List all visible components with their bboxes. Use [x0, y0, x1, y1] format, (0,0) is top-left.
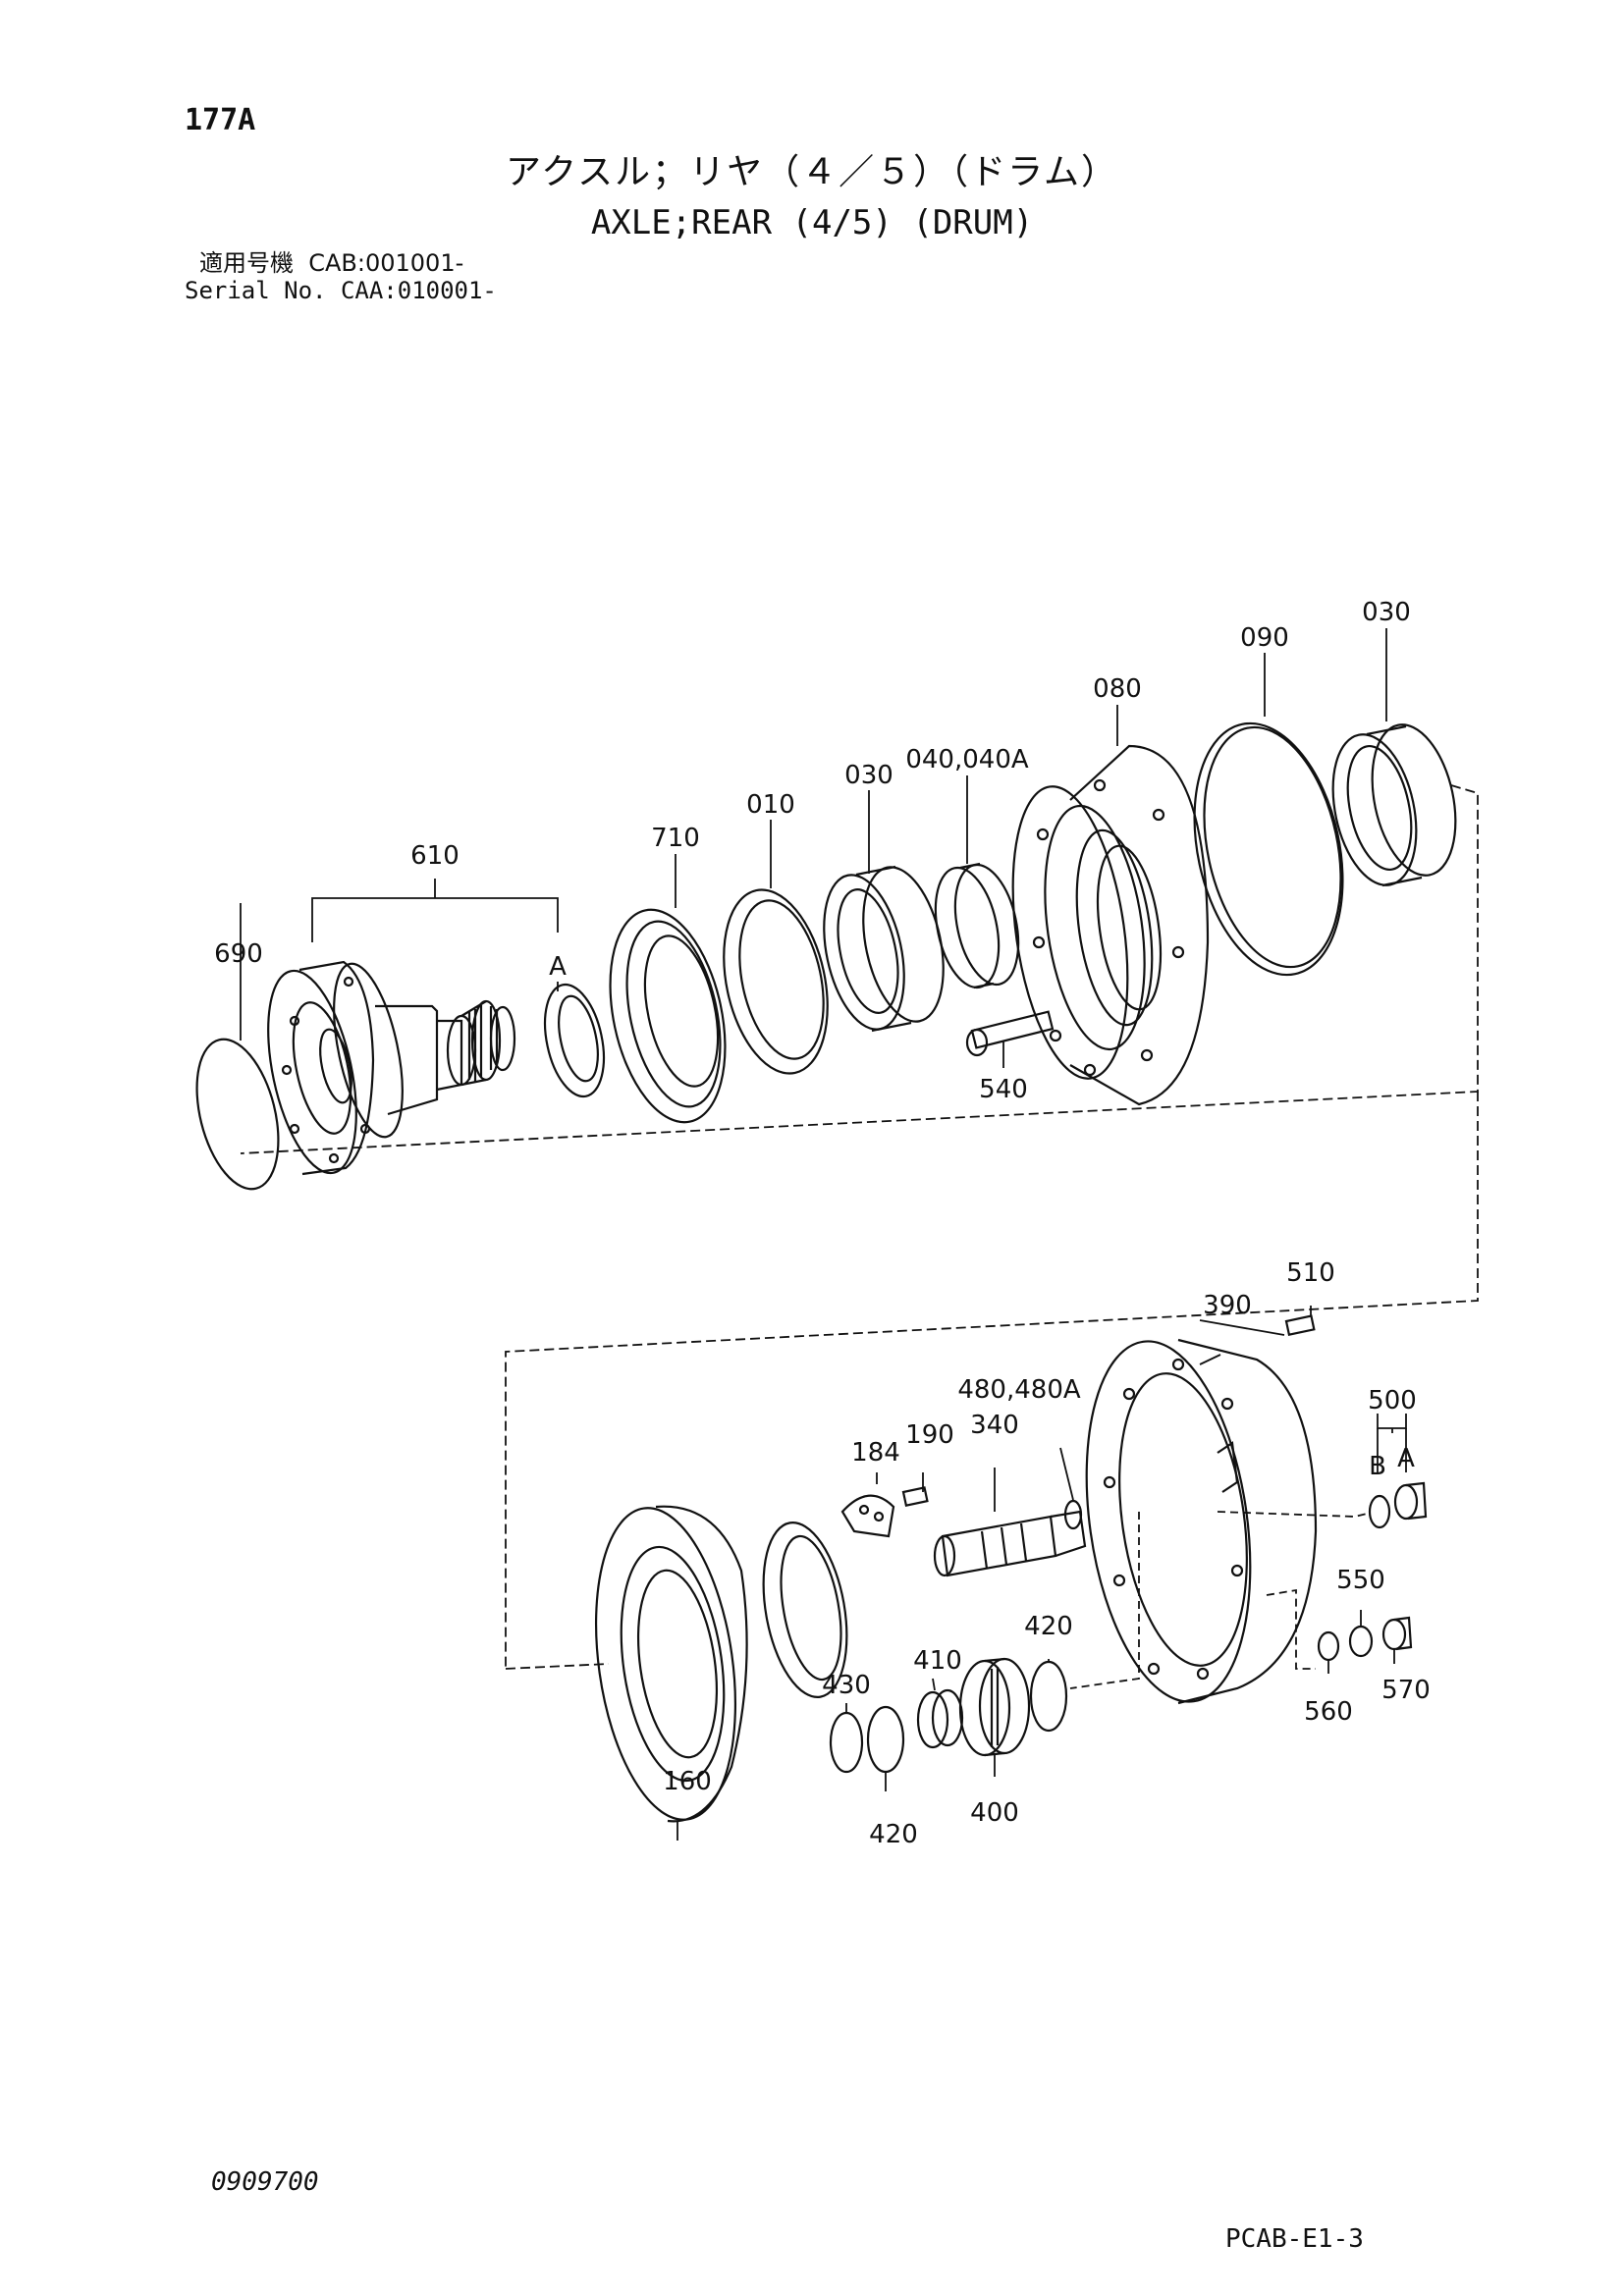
part-190-screw: [901, 1486, 929, 1507]
callout-540: 540: [979, 1075, 1028, 1104]
callout-030-bearing: 030: [1362, 598, 1411, 627]
callout-430: 430: [822, 1671, 871, 1700]
callout-420-lower: 420: [869, 1820, 918, 1849]
callout-080: 080: [1093, 674, 1142, 704]
part-340-shaft: [933, 1510, 1087, 1577]
part-560-550-570-parts: [1317, 1616, 1413, 1662]
part-500-plugs: [1368, 1481, 1428, 1529]
part-540-bolt: [965, 1010, 1055, 1057]
callout-010: 010: [746, 790, 795, 820]
callout-570: 570: [1381, 1676, 1431, 1705]
serial-applicable-japanese: 適用号機 CAB:001001-: [199, 249, 464, 277]
callout-160: 160: [663, 1767, 712, 1796]
callout-A-lower: A: [1397, 1444, 1415, 1473]
part-carrier-ring: [762, 1521, 848, 1699]
callout-480: 480,480A: [957, 1375, 1081, 1405]
callout-B: B: [1369, 1452, 1386, 1481]
part-390-housing: [1085, 1338, 1318, 1705]
callout-410: 410: [913, 1646, 962, 1676]
page-number: 177A: [185, 103, 256, 137]
part-030-bearing-cone: [823, 865, 945, 1033]
callout-400: 400: [970, 1798, 1019, 1828]
upper-leaders: [240, 628, 1479, 1669]
callout-690: 690: [214, 939, 263, 969]
part-090-oring: [1193, 721, 1344, 977]
part-710-seal: [609, 908, 727, 1124]
callout-340: 340: [970, 1411, 1019, 1440]
callout-420-upper: 420: [1024, 1612, 1073, 1641]
lower-leaders: [505, 1306, 1407, 1841]
part-010-ring: [723, 888, 829, 1075]
callout-184: 184: [851, 1438, 900, 1468]
part-420-rings: [866, 1660, 1068, 1774]
callout-390: 390: [1203, 1291, 1252, 1320]
callout-710: 710: [651, 824, 700, 853]
part-690-cover: [195, 1038, 280, 1191]
part-510-bolt: [1284, 1314, 1316, 1336]
callout-A-upper: A: [549, 952, 567, 982]
part-160-ring-gear: [594, 1505, 748, 1823]
callout-190: 190: [905, 1420, 954, 1450]
part-610-hub: [267, 960, 516, 1176]
part-184-washer: [840, 1494, 895, 1538]
serial-number-english: Serial No. CAA:010001-: [185, 277, 497, 304]
part-030-bearing: [1331, 723, 1457, 887]
sheet-code: PCAB-E1-3: [1225, 2224, 1364, 2254]
callout-560: 560: [1304, 1697, 1353, 1727]
callout-040: 040,040A: [905, 745, 1029, 774]
callout-090: 090: [1240, 623, 1289, 653]
callout-500: 500: [1368, 1386, 1417, 1415]
title-japanese: アクスル；リヤ（４／５）（ドラム）: [505, 152, 1119, 192]
callout-510: 510: [1286, 1258, 1335, 1288]
callout-550: 550: [1336, 1566, 1385, 1595]
document-code: 0909700: [211, 2167, 319, 2197]
part-410-bearing: [916, 1688, 964, 1749]
part-080-flange: [1011, 744, 1210, 1106]
part-430-ring: [829, 1711, 864, 1774]
part-nut-A: [543, 983, 606, 1098]
callout-610: 610: [410, 841, 460, 871]
part-480-washer: [1063, 1499, 1083, 1530]
title-english: AXLE;REAR (4/5) (DRUM): [590, 203, 1034, 242]
part-040-bearing-cup: [934, 862, 1020, 989]
part-400-gear: [958, 1657, 1031, 1757]
callout-030-cone: 030: [844, 761, 893, 790]
